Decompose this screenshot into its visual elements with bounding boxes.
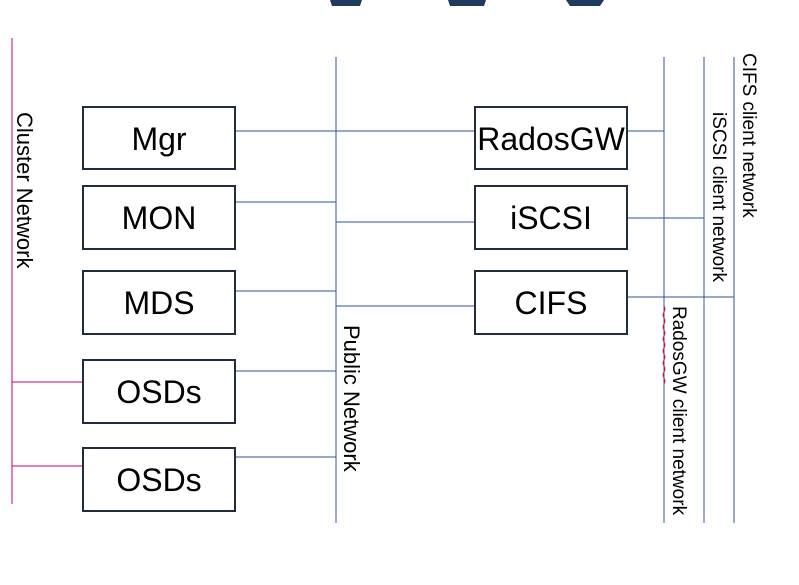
iscsi-client-network-label: iSCSI client network [708,112,729,283]
node-osd-2: OSDs [82,447,236,512]
gateway-radosgw: RadosGW [474,106,628,170]
gateway-radosgw-label: RadosGW [477,121,625,157]
title-fragment-glyph [448,0,486,6]
node-osd-1: OSDs [82,359,236,424]
cluster-network-label: Cluster Network [12,112,37,269]
cifs-client-network-label: CIFS client network [738,53,759,218]
spellcheck-underline [662,305,666,385]
gateway-cifs: CIFS [474,270,628,335]
node-mgr: Mgr [82,106,236,170]
title-fragment-glyph [330,0,362,6]
node-osd-2-label: OSDs [116,462,201,498]
node-mds-label: MDS [123,285,194,321]
title-fragment-glyph [566,0,604,6]
node-mds: MDS [82,270,236,335]
node-mon: MON [82,185,236,250]
node-osd-1-label: OSDs [116,374,201,410]
title-fragment [330,0,604,6]
gateway-cifs-label: CIFS [515,285,588,321]
node-mgr-label: Mgr [131,121,186,157]
radosgw-client-network-label: RadosGW client network [668,306,689,516]
gateway-iscsi: iSCSI [474,185,628,250]
node-mon-label: MON [122,200,197,236]
gateway-iscsi-label: iSCSI [510,200,592,236]
public-network-label: Public Network [339,325,364,473]
